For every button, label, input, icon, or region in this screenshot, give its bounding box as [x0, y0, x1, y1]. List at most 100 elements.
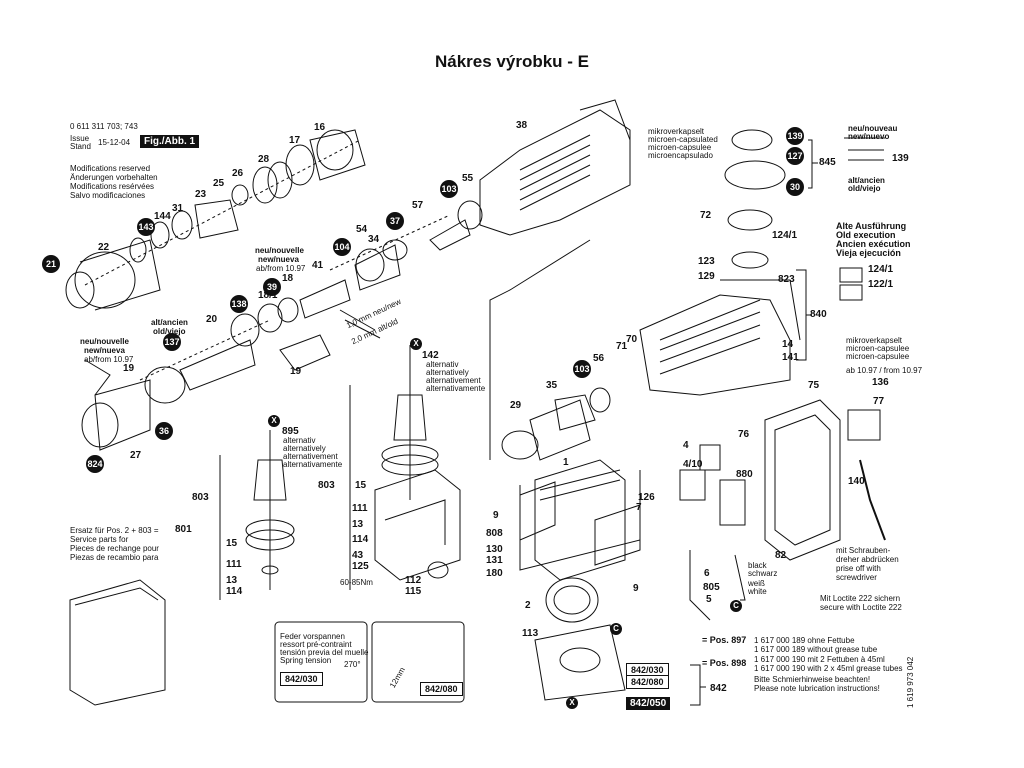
part-label: 31 — [172, 203, 184, 214]
part-label: 72 — [700, 210, 712, 221]
page-title: Nákres výrobku - E — [434, 52, 589, 71]
callout-bubble: 21 — [42, 255, 60, 273]
note-alte: Alte Ausführung — [836, 221, 907, 231]
part-label: 43 — [352, 550, 364, 561]
note-grease: 1 617 000 189 without grease tube — [754, 645, 878, 654]
part-label: 136 — [872, 377, 889, 388]
part-label: 823 — [778, 274, 795, 285]
handle-75 — [764, 399, 841, 561]
note-mikro-mid: ab 10.97 / from 10.97 — [846, 366, 923, 375]
note-alternativ: alternatively — [426, 368, 469, 377]
part-label: 77 — [873, 396, 885, 407]
gear-housing-1 — [534, 459, 626, 581]
part-label: 25 — [213, 178, 225, 189]
part-label: 114 — [226, 586, 243, 597]
callout-bubble: 138 — [230, 295, 248, 313]
part-label: 16 — [314, 122, 326, 133]
gap-code: 842/080 — [420, 682, 463, 696]
part-label: 180 — [486, 568, 503, 579]
part-label: 13 — [226, 575, 238, 586]
part-label: 38 — [516, 120, 528, 131]
part-label: 28 — [258, 154, 270, 165]
issue-label: Issue — [70, 134, 90, 143]
part-label: 4/10 — [683, 459, 703, 470]
callout-bubble: 103 — [440, 180, 458, 198]
part-label: 5 — [706, 594, 712, 605]
issue-date: 15-12-04 — [98, 138, 131, 147]
part-label: 75 — [808, 380, 820, 391]
note-wire: black — [748, 561, 767, 570]
callout-bubble: 30 — [786, 178, 804, 196]
note-schrauben: dreher abdrücken — [836, 555, 899, 564]
callout-bubble: 139 — [786, 127, 804, 145]
part-label: 70 — [626, 334, 638, 345]
motor-housing-38 — [479, 109, 631, 236]
part-label: 123 — [698, 256, 715, 267]
part-label: 22 — [98, 242, 110, 253]
note-alte: Old execution — [836, 230, 896, 240]
part-label: 124/1 — [772, 230, 798, 241]
part-22-sleeve — [74, 251, 136, 309]
part-label: 34 — [368, 234, 380, 245]
note-loctite: secure with Loctite 222 — [820, 603, 902, 612]
note-ersatz: Service parts for — [70, 535, 129, 544]
part-label: 144 — [154, 211, 171, 222]
part-label: 76 — [738, 429, 750, 440]
part-label: 26 — [232, 168, 244, 179]
part-label: 142 — [422, 350, 439, 361]
modifications-line: Änderungen vorbehalten — [70, 173, 158, 182]
callout-bubble: 39 — [263, 278, 281, 296]
note-feder-angle: 270° — [344, 660, 361, 669]
note-alte: Vieja ejecución — [836, 248, 901, 258]
field-housing-14 — [639, 294, 791, 396]
part-label: 17 — [289, 135, 301, 146]
note-pos898: = Pos. 898 — [702, 658, 747, 668]
callout-bubble: 824 — [86, 455, 104, 473]
part-label: 55 — [462, 173, 474, 184]
part-label: 1 — [563, 457, 569, 468]
note-alt-right: old/viejo — [848, 184, 881, 193]
note-neu: new/nueva — [258, 255, 299, 264]
callout-bubble: 143 — [137, 218, 155, 236]
note-mikro: mikroverkapselt — [648, 127, 705, 136]
part-label: 41 — [312, 260, 324, 271]
part-label: 880 — [736, 469, 753, 480]
fig-label: Fig./Abb. 1 — [140, 135, 200, 148]
part-label: 845 — [819, 157, 836, 168]
part-label: 27 — [130, 450, 142, 461]
note-schrauben: screwdriver — [836, 573, 877, 582]
note-alte: Ancien exécution — [836, 239, 911, 249]
note-alt-right: alt/ancien — [848, 176, 885, 185]
note-feder: tensión previa del muelle — [280, 648, 369, 657]
note-wire: white — [748, 587, 767, 596]
note-ersatz: Ersatz für Pos. 2 + 803 = — [70, 526, 159, 535]
note-alt: alt/ancien — [151, 318, 188, 327]
part-label: 4 — [683, 440, 689, 451]
part-label: 125 — [352, 561, 369, 572]
note-grease: Please note lubrication instructions! — [754, 684, 880, 693]
note-mikro: microen-capsulated — [648, 135, 718, 144]
note-neu: ab/from 10.97 — [256, 264, 306, 273]
note-mikro-mid: microen-capsulee — [846, 344, 910, 353]
part-label: 140 — [848, 476, 865, 487]
part-label: 842 — [710, 683, 727, 694]
callout-bubble: 137 — [163, 333, 181, 351]
feder-code: 842/030 — [280, 672, 323, 686]
note-mikro-mid: mikroverkapselt — [846, 336, 903, 345]
callout-bubble: 127 — [786, 147, 804, 165]
part-label: 19 — [290, 366, 302, 377]
note-ersatz: Piezas de recambio para — [70, 553, 159, 562]
note-mikro: microencapsulado — [648, 151, 713, 160]
callout-x: X — [566, 697, 578, 709]
modifications-line: Modifications reserved — [70, 164, 151, 173]
note-schrauben: mit Schrauben- — [836, 546, 891, 555]
callout-bubble: 37 — [386, 212, 404, 230]
part-label: 71 — [616, 341, 628, 352]
note-feder: Spring tension — [280, 656, 332, 665]
part-label: 9 — [633, 583, 639, 594]
part-label: 23 — [195, 189, 207, 200]
part-label: 112 — [405, 575, 422, 586]
callout-bubble: 36 — [155, 422, 173, 440]
note-alternativ: alternativamente — [283, 460, 343, 469]
